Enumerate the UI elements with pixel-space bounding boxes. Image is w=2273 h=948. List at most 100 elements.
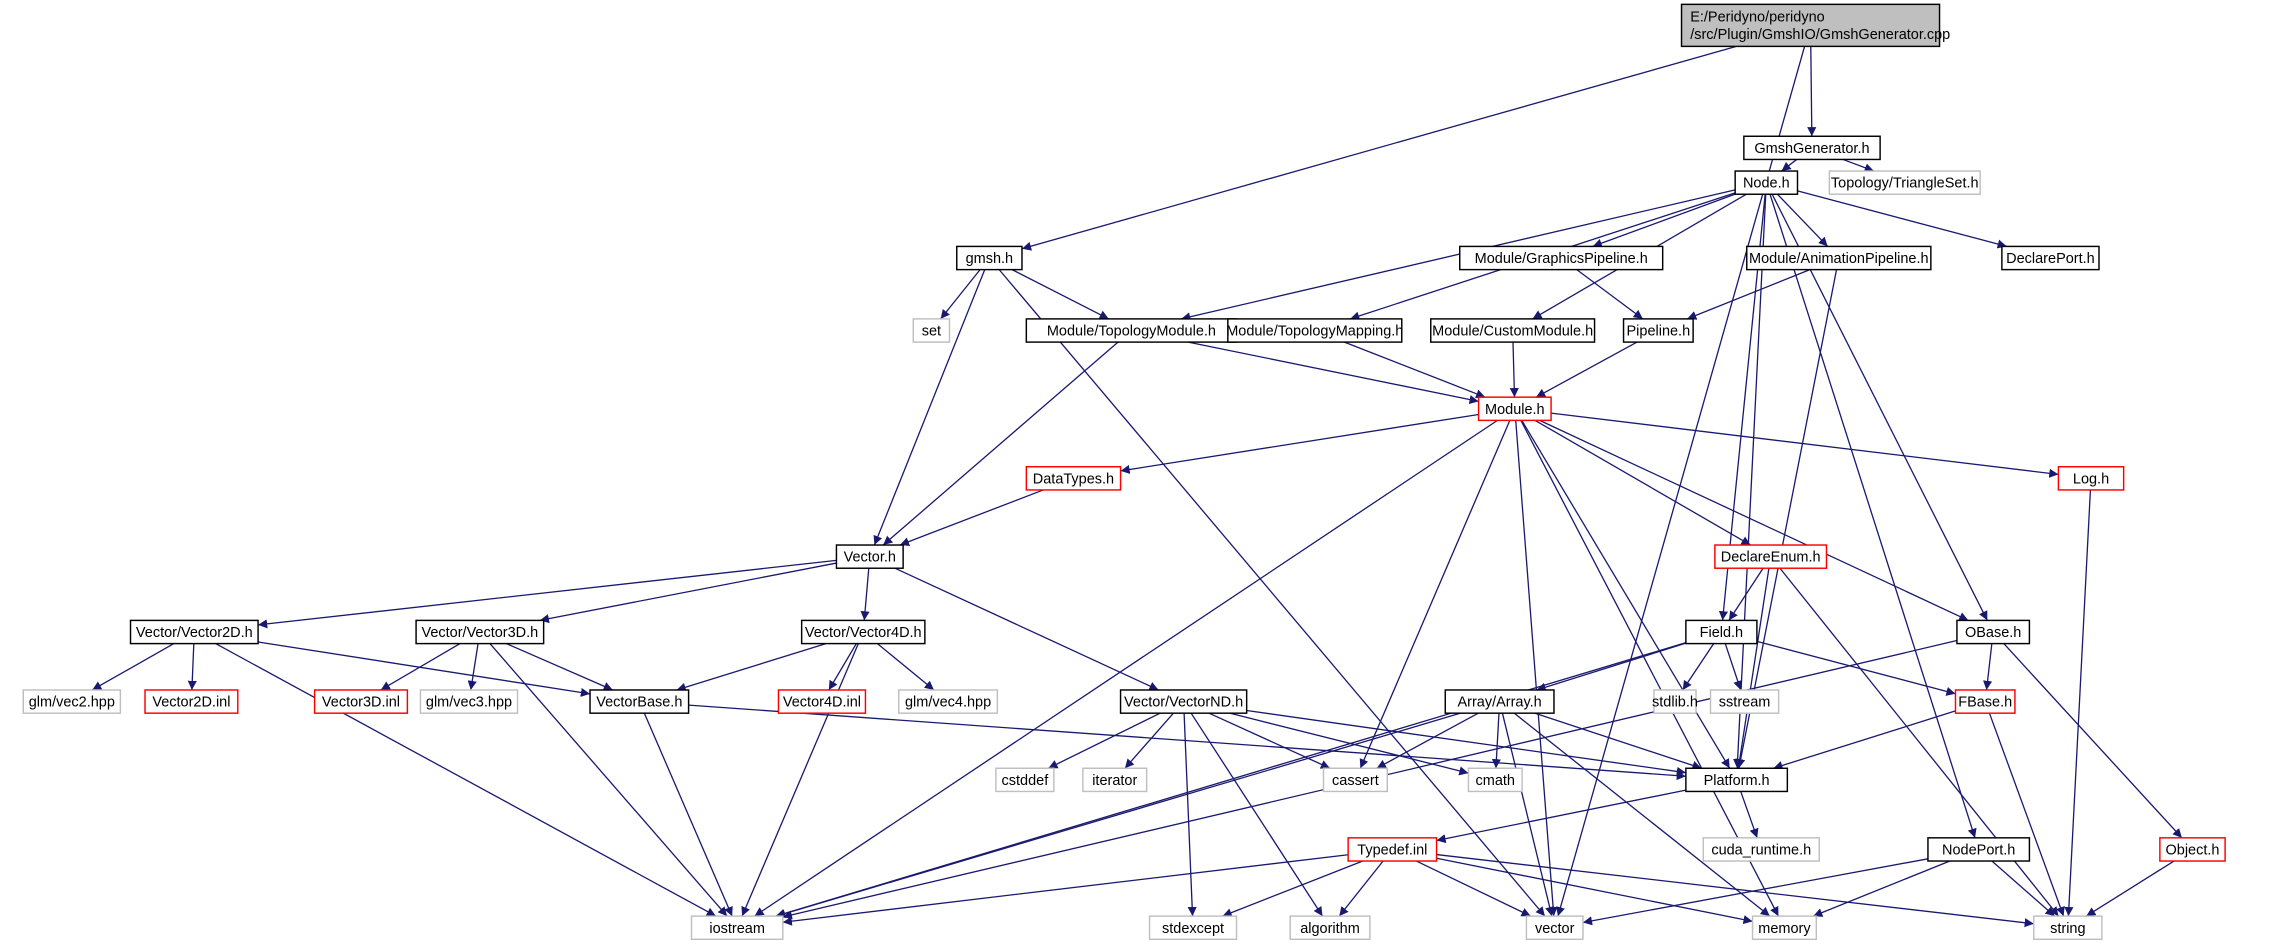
- node-cassert: cassert: [1322, 767, 1388, 793]
- edge-vbase-to-iostream: [643, 712, 733, 917]
- node-label: set: [922, 324, 941, 340]
- node-array[interactable]: Array/Array.h: [1444, 689, 1555, 714]
- node-box: [1714, 544, 1828, 569]
- node-vec4hpp: glm/vec4.hpp: [898, 689, 999, 714]
- node-platform[interactable]: Platform.h: [1685, 767, 1789, 793]
- node-box: [1119, 689, 1248, 714]
- node-box: [1751, 915, 1818, 941]
- node-label: Vector3D.inl: [322, 695, 400, 711]
- edge-topomap-to-module: [1344, 341, 1486, 399]
- root-file-node[interactable]: E:/Peridyno/peridyno/src/Plugin/GmshIO/G…: [1680, 3, 1951, 48]
- edge-array-to-memory: [1513, 712, 1771, 917]
- node-label: Module/TopologyMapping.h: [1226, 324, 1403, 340]
- edge-node-to-topomod: [1181, 189, 1736, 322]
- edge-fbase-to-platform: [1773, 710, 1956, 770]
- edge-v4d-to-iostream: [741, 643, 859, 917]
- node-box: [1746, 245, 1932, 271]
- node-node[interactable]: Node.h: [1734, 170, 1799, 195]
- edge-topomod-to-module: [1188, 341, 1479, 405]
- edge-module-to-declenum: [1534, 419, 1751, 546]
- node-typedef[interactable]: Typedef.inl: [1347, 837, 1438, 862]
- node-obase[interactable]: OBase.h: [1956, 619, 2031, 645]
- node-declenum[interactable]: DeclareEnum.h: [1714, 544, 1828, 569]
- edge-v4d-to-vbase: [676, 642, 827, 692]
- edge-v3d-to-iostream: [489, 643, 728, 917]
- node-box: [1734, 170, 1799, 195]
- node-label: Vector2D.inl: [152, 695, 230, 711]
- node-label: cstddef: [1002, 773, 1050, 789]
- node-box: [1477, 396, 1552, 422]
- node-vec2hpp: glm/vec2.hpp: [22, 689, 122, 714]
- node-module[interactable]: Module.h: [1477, 396, 1552, 422]
- node-box: [22, 689, 122, 714]
- node-box: [1467, 767, 1523, 793]
- node-custmod[interactable]: Module/CustomModule.h: [1430, 318, 1596, 343]
- node-box: [1622, 318, 1694, 343]
- node-label: Module/GraphicsPipeline.h: [1475, 251, 1648, 267]
- node-label: algorithm: [1300, 921, 1360, 937]
- node-box: [589, 689, 690, 714]
- node-algorithm: algorithm: [1289, 915, 1371, 941]
- node-box: [1025, 466, 1122, 491]
- node-v4inl[interactable]: Vector4D.inl: [777, 689, 867, 714]
- node-topomap[interactable]: Module/TopologyMapping.h: [1226, 318, 1403, 343]
- node-label: Vector/Vector3D.h: [421, 625, 538, 641]
- edge-v2d-to-iostream: [215, 643, 717, 917]
- edge-obase-to-fbase: [1983, 643, 1993, 691]
- node-animpipe[interactable]: Module/AnimationPipeline.h: [1746, 245, 1932, 271]
- nodes-layer: E:/Peridyno/peridyno/src/Plugin/GmshIO/G…: [22, 3, 2226, 941]
- node-object[interactable]: Object.h: [2159, 837, 2226, 862]
- node-log[interactable]: Log.h: [2057, 466, 2125, 491]
- node-field[interactable]: Field.h: [1685, 619, 1758, 645]
- node-label: glm/vec3.hpp: [426, 695, 512, 711]
- node-box: [1685, 619, 1758, 645]
- node-v4d[interactable]: Vector/Vector4D.h: [800, 619, 926, 645]
- node-box: [2159, 837, 2226, 862]
- node-v3d[interactable]: Vector/Vector3D.h: [415, 619, 545, 645]
- node-vector_h[interactable]: Vector.h: [835, 544, 904, 569]
- node-iostream: iostream: [690, 915, 784, 941]
- node-box: [1289, 915, 1371, 941]
- edge-topomod-to-vector_h: [882, 341, 1119, 546]
- node-pipeline[interactable]: Pipeline.h: [1622, 318, 1694, 343]
- node-label: Topology/TriangleSet.h: [1831, 176, 1979, 192]
- node-box: [1082, 767, 1148, 793]
- edge-v4d-to-vec4hpp: [876, 643, 935, 691]
- edge-module-to-memory: [1520, 420, 1779, 917]
- node-label: Log.h: [2073, 471, 2109, 487]
- node-datatypes[interactable]: DataTypes.h: [1025, 466, 1122, 491]
- node-box: [995, 767, 1055, 793]
- node-label: Module/TopologyModule.h: [1047, 324, 1216, 340]
- node-box: [690, 915, 784, 941]
- node-box: [1227, 318, 1403, 343]
- node-topomod[interactable]: Module/TopologyModule.h: [1025, 318, 1238, 343]
- node-gmshgen[interactable]: GmshGenerator.h: [1743, 135, 1881, 161]
- node-vbase[interactable]: VectorBase.h: [589, 689, 690, 714]
- node-box: [1322, 767, 1388, 793]
- edge-object-to-string: [2085, 860, 2175, 917]
- edge-root-to-gmshgen: [1807, 46, 1817, 137]
- node-vnd[interactable]: Vector/VectorND.h: [1119, 689, 1248, 714]
- node-fbase[interactable]: FBase.h: [1954, 689, 2016, 714]
- node-nodeport[interactable]: NodePort.h: [1927, 837, 2031, 862]
- edge-typedef-to-stdexcept: [1222, 860, 1364, 918]
- node-iterator: iterator: [1082, 767, 1148, 793]
- node-gmsh[interactable]: gmsh.h: [956, 245, 1023, 271]
- edge-platform-to-typedef: [1436, 789, 1687, 844]
- edge-obase-to-object: [2003, 643, 2183, 839]
- node-v2d[interactable]: Vector/Vector2D.h: [129, 619, 259, 645]
- node-box: [956, 245, 1023, 271]
- node-box: [1927, 837, 2031, 862]
- node-label: VectorBase.h: [596, 695, 682, 711]
- node-box: [1525, 915, 1584, 941]
- node-v2inl[interactable]: Vector2D.inl: [144, 689, 239, 714]
- node-box: [2001, 245, 2100, 271]
- node-graphpipe[interactable]: Module/GraphicsPipeline.h: [1459, 245, 1664, 271]
- node-declport[interactable]: DeclarePort.h: [2001, 245, 2100, 271]
- node-box: [144, 689, 239, 714]
- node-label: Vector.h: [844, 550, 896, 566]
- edge-vector_h-to-v4d: [860, 568, 870, 621]
- node-v3inl[interactable]: Vector3D.inl: [313, 689, 409, 714]
- edge-gmshgen-to-node: [1781, 158, 1798, 172]
